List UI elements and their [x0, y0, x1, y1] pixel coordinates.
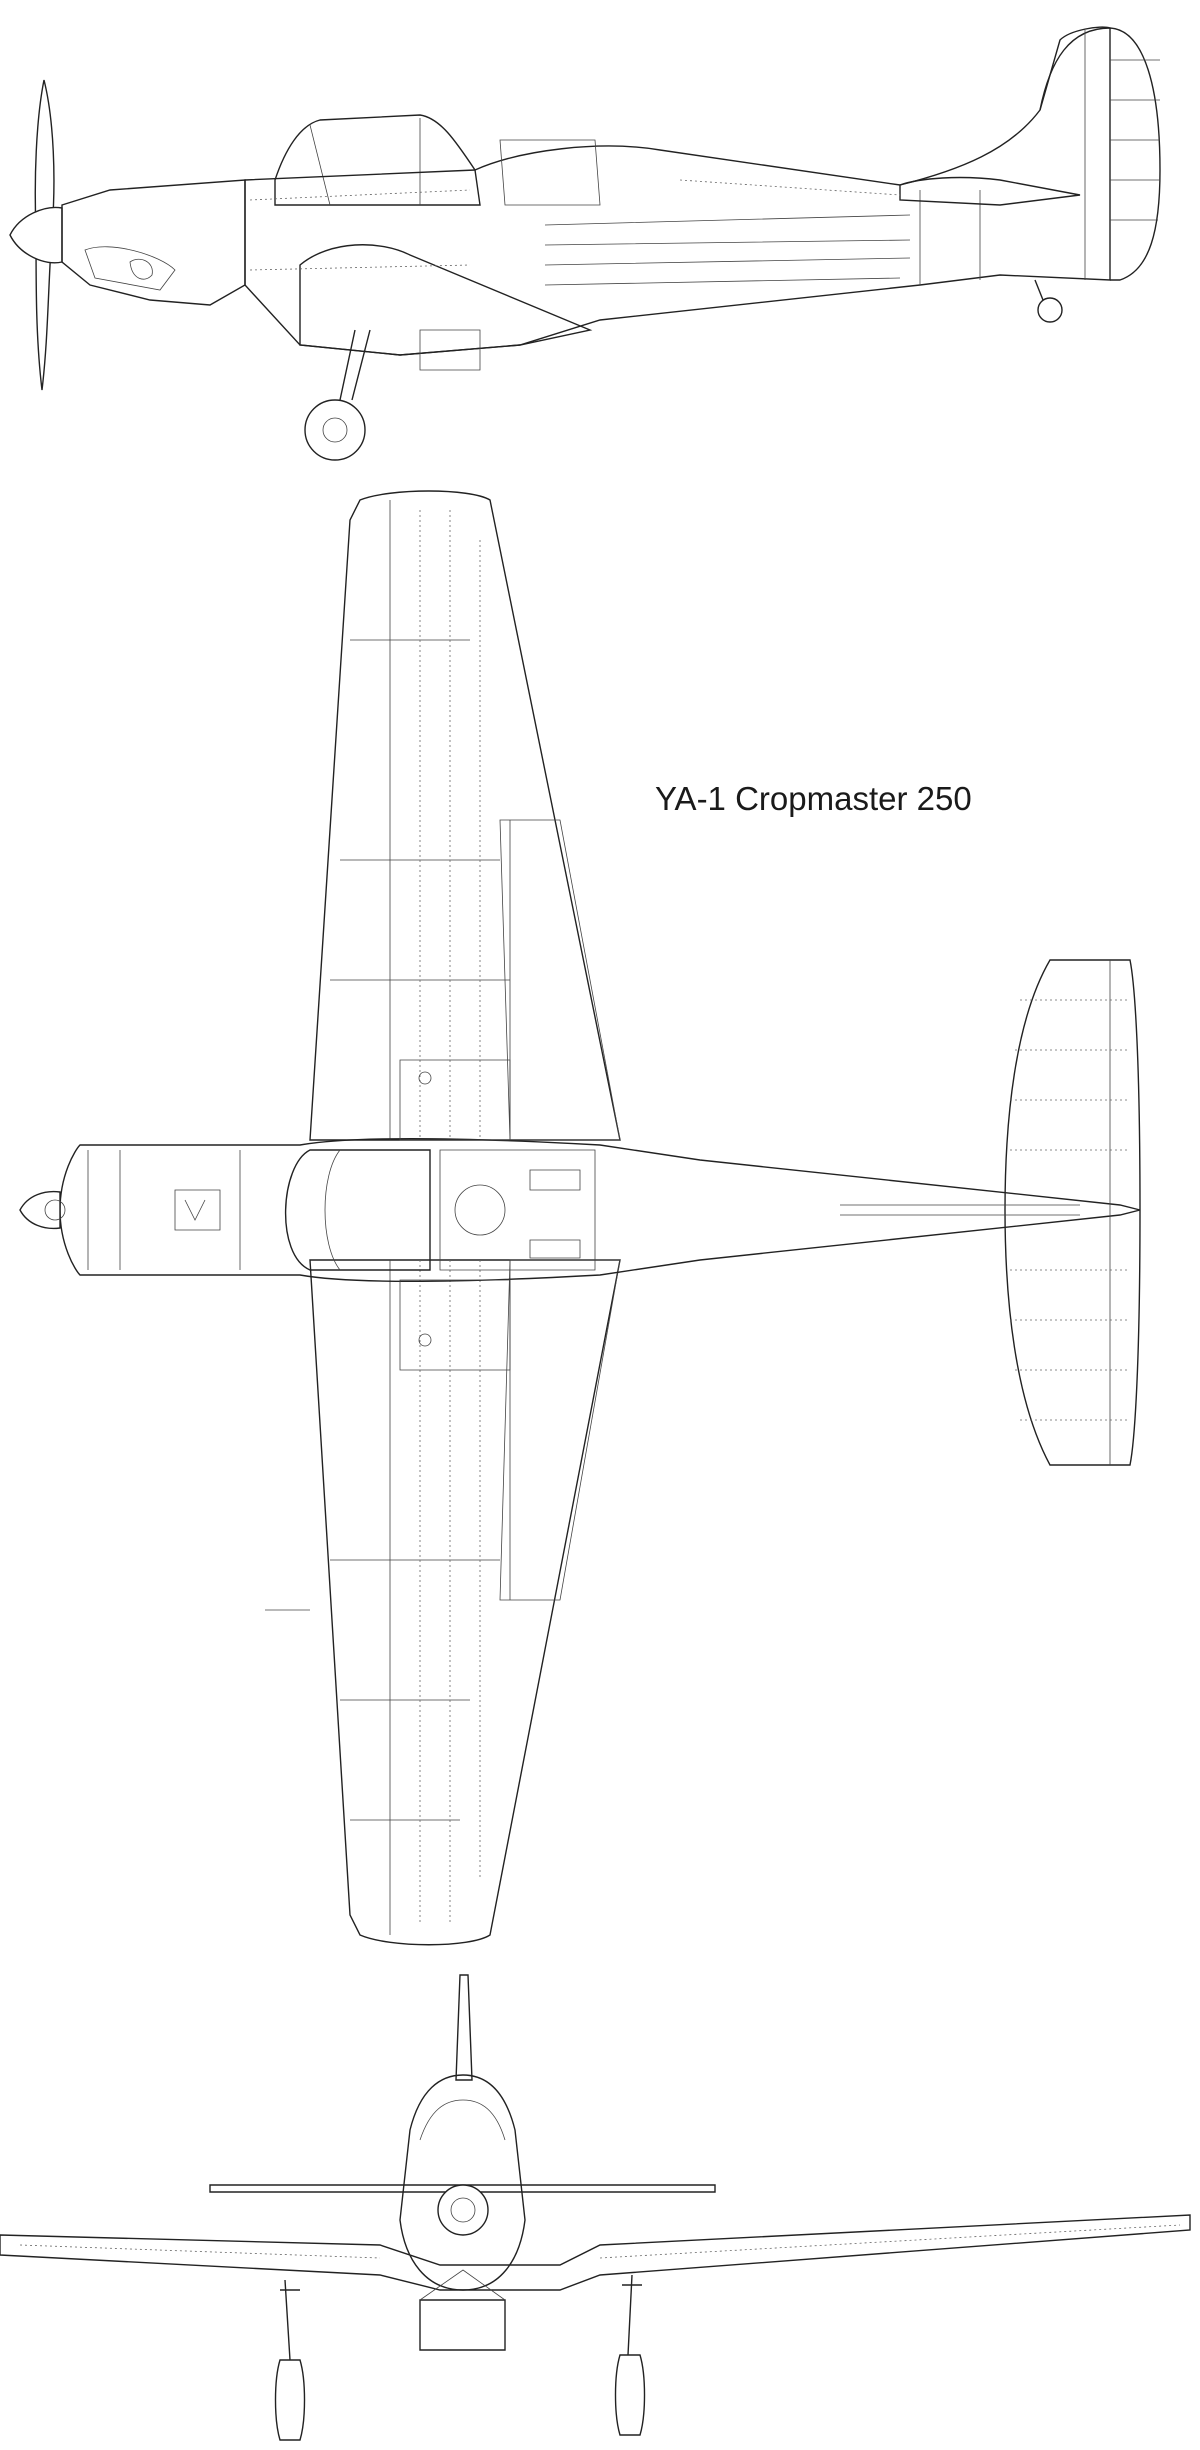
propeller-blade: [34, 79, 55, 391]
front-view: [0, 1974, 1191, 2441]
horizontal-tail: [899, 176, 1081, 206]
front-spinner: [437, 2184, 489, 2236]
vertical-tail: [1039, 27, 1161, 281]
front-left-gear: [280, 2279, 300, 2361]
front-vertical-tail: [455, 1974, 473, 2081]
drawing-title: YA-1 Cropmaster 250: [655, 780, 972, 817]
upper-wing: [309, 490, 621, 1141]
top-spinner: [19, 1190, 61, 1230]
wing-root: [299, 244, 593, 356]
tail-wheel: [1037, 297, 1063, 323]
main-gear-strut: [339, 329, 371, 401]
front-right-gear: [622, 2274, 642, 2356]
top-horizontal-tail: [1004, 959, 1141, 1466]
spinner: [9, 206, 63, 264]
engine-cowling: [61, 179, 246, 306]
canopy: [274, 114, 481, 206]
front-left-wheel: [274, 2359, 306, 2441]
front-right-wheel: [614, 2354, 646, 2436]
front-fuselage: [399, 2074, 526, 2291]
top-view: [19, 490, 1141, 1946]
front-wing: [0, 2214, 1191, 2291]
fuselage: [244, 26, 1111, 356]
front-horizontal-tail: [209, 2184, 716, 2193]
lower-wing: [309, 1259, 621, 1946]
top-canopy: [284, 1149, 431, 1271]
side-view: [9, 26, 1161, 461]
main-wheel: [304, 399, 366, 461]
